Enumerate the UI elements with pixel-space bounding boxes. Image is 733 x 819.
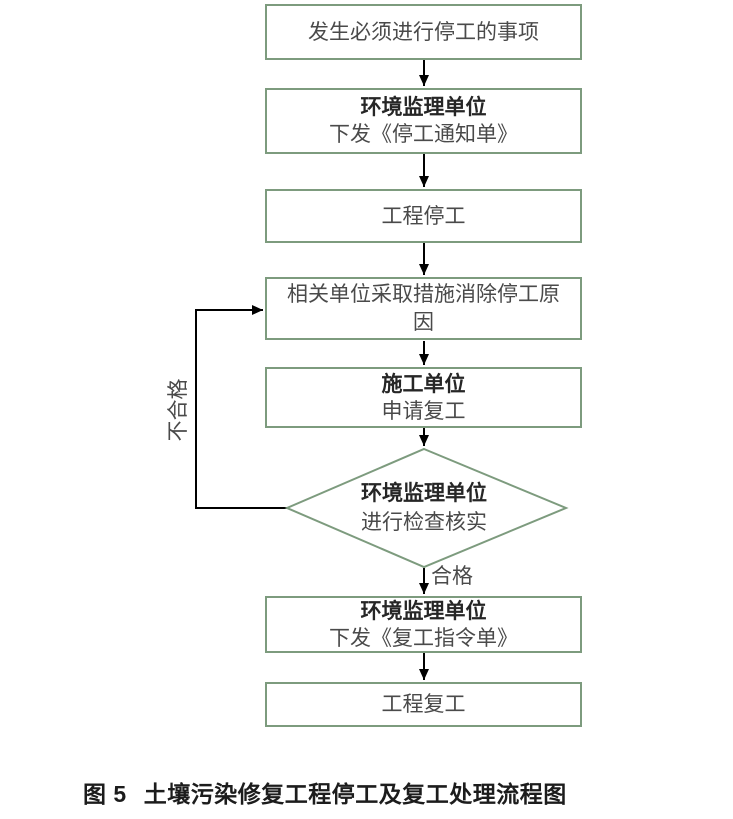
node-work-resume: 工程复工 <box>265 682 582 727</box>
node-eliminate-cause-text-line2: 因 <box>413 310 434 334</box>
node-eliminate-cause-text-line1: 相关单位采取措施消除停工原 <box>287 282 560 306</box>
node-eliminate-cause: 相关单位采取措施消除停工原 因 <box>265 277 582 340</box>
figure-caption-label: 图 5 <box>83 781 127 807</box>
node-inspect-text: 进行检查核实 <box>361 511 487 534</box>
edge-label-fail: 不合格 <box>167 378 190 442</box>
node-apply-resume-text: 申请复工 <box>381 399 466 423</box>
node-apply-resume-title: 施工单位 <box>381 372 466 396</box>
node-stop-notice: 环境监理单位 下发《停工通知单》 <box>265 88 582 154</box>
node-apply-resume: 施工单位 申请复工 <box>265 367 582 428</box>
node-work-stop: 工程停工 <box>265 189 582 243</box>
figure-caption-title: 土壤污染修复工程停工及复工处理流程图 <box>143 781 567 807</box>
node-work-stop-text: 工程停工 <box>381 204 466 228</box>
node-inspect: 环境监理单位 进行检查核实 <box>304 479 544 537</box>
node-start: 发生必须进行停工的事项 <box>265 4 582 60</box>
node-work-resume-text: 工程复工 <box>381 693 466 716</box>
node-stop-notice-text: 下发《停工通知单》 <box>329 123 518 146</box>
node-resume-order: 环境监理单位 下发《复工指令单》 <box>265 596 582 653</box>
edge-label-pass: 合格 <box>431 565 473 588</box>
node-resume-order-title: 环境监理单位 <box>360 599 487 623</box>
node-stop-notice-title: 环境监理单位 <box>360 96 487 119</box>
figure-caption: 图 5 土壤污染修复工程停工及复工处理流程图 <box>83 775 567 809</box>
node-inspect-title: 环境监理单位 <box>361 482 487 505</box>
node-start-text: 发生必须进行停工的事项 <box>308 20 539 44</box>
node-resume-order-text: 下发《复工指令单》 <box>329 626 518 650</box>
